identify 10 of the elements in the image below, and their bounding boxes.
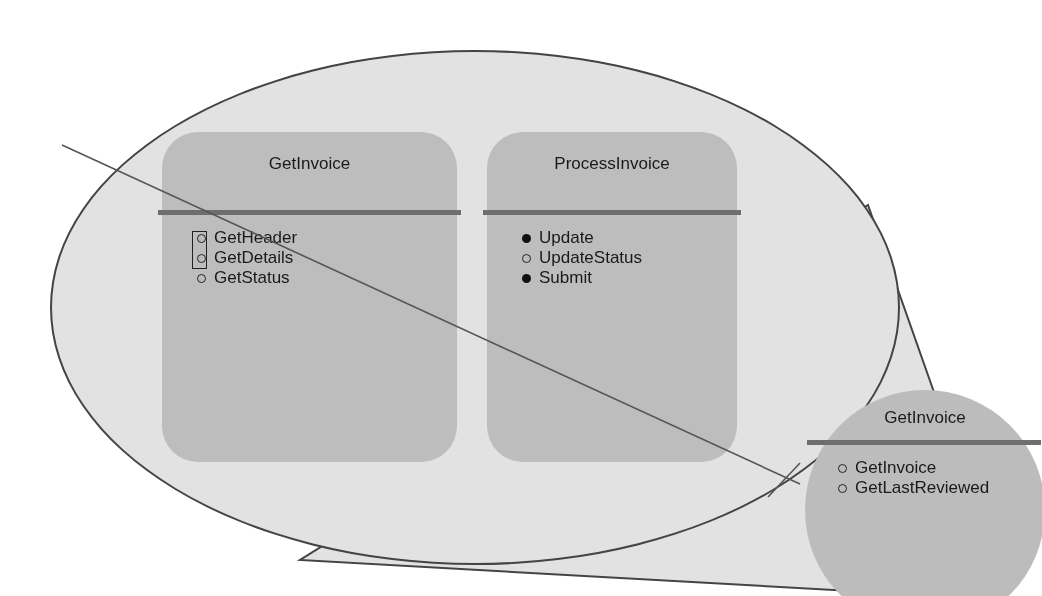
method-name: GetDetails <box>214 248 294 268</box>
component-name: GetInvoice <box>267 154 352 174</box>
method-name: Update <box>539 228 594 248</box>
method-name: GetStatus <box>214 268 290 288</box>
method-name: GetInvoice <box>855 458 937 478</box>
component-name: ProcessInvoice <box>553 154 671 174</box>
component-name: GetInvoice <box>883 408 967 428</box>
method-name: UpdateStatus <box>539 248 642 268</box>
method-name: GetLastReviewed <box>855 478 990 498</box>
method-name: Submit <box>539 268 592 288</box>
